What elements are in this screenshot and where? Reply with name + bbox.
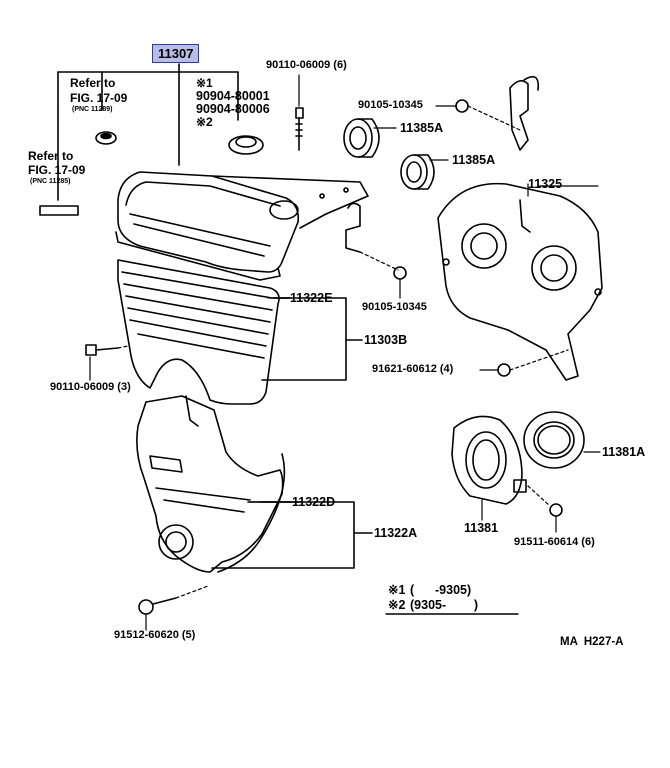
bolt-top: [295, 107, 304, 151]
gasket-strip: [39, 205, 79, 216]
gasket-mark-2: ※2: [196, 115, 213, 129]
label-cover-a[interactable]: 11322A: [374, 526, 418, 540]
bracket-upper: [509, 80, 529, 151]
oil-seal-retainer: [451, 415, 527, 505]
lower-cover-gasket: [217, 453, 286, 573]
seal-11385a-upper: [343, 118, 380, 158]
refer-left-line2[interactable]: FIG. 17-09: [28, 163, 86, 177]
figure-code: MA H227-A: [560, 636, 624, 648]
gasket-mark-1: ※1: [196, 76, 213, 90]
screw-mid: [393, 266, 407, 280]
refer-left-line3: (PNC 11285): [30, 178, 71, 185]
note-1-text: ( -9305): [410, 583, 472, 597]
label-retainer[interactable]: 11381: [464, 521, 499, 535]
label-plate[interactable]: 11325: [528, 177, 563, 191]
seal-11385a-lower: [400, 154, 435, 190]
label-bolt-left[interactable]: 90110-06009 (3): [50, 381, 131, 393]
label-screw-upper[interactable]: 90105-10345: [358, 99, 423, 111]
bolt-bottom: [138, 597, 177, 615]
main-part-number[interactable]: 11307: [152, 44, 200, 63]
label-bolt-top[interactable]: 90110-06009 (6): [266, 59, 347, 71]
note-1-mark: ※1: [388, 583, 406, 597]
nut-mid: [497, 363, 511, 377]
cover-gasket: [115, 231, 281, 281]
refer-upper-line3: (PNC 11289): [72, 106, 113, 113]
label-cover-b[interactable]: 11303B: [364, 333, 408, 347]
gasket-small: [95, 131, 117, 145]
oil-seal-11381a: [523, 411, 585, 469]
upper-timing-cover: [117, 171, 369, 273]
clip-mid: [345, 202, 361, 253]
bolt-left: [85, 344, 119, 356]
refer-upper-line2[interactable]: FIG. 17-09: [70, 91, 128, 105]
gasket-part-2[interactable]: 90904-80006: [196, 102, 270, 116]
lower-timing-cover: [136, 395, 284, 573]
label-bolt-bottom[interactable]: 91512-60620 (5): [114, 629, 196, 641]
label-seal-a1[interactable]: 11385A: [400, 121, 444, 135]
gasket-part-1[interactable]: 90904-80001: [196, 89, 270, 103]
label-cover-e[interactable]: 11322E: [290, 291, 333, 305]
label-seal-381a[interactable]: 11381A: [602, 445, 646, 459]
label-bolt-right[interactable]: 91511-60614 (6): [514, 536, 595, 548]
gasket-round: [228, 135, 264, 155]
bolt-right: [549, 503, 563, 517]
label-seal-a2[interactable]: 11385A: [452, 153, 496, 167]
label-cover-d[interactable]: 11322D: [292, 495, 336, 509]
refer-left-line1: Refer to: [28, 149, 74, 163]
label-screw-mid[interactable]: 90105-10345: [362, 301, 427, 313]
screw-upper: [455, 99, 469, 113]
bracket-322a: [211, 501, 355, 569]
middle-timing-cover: [117, 259, 280, 405]
note-2-text: (9305- ): [410, 598, 479, 612]
label-nut-mid[interactable]: 91621-60612 (4): [372, 363, 454, 375]
timing-belt-plate: [437, 182, 603, 381]
bracket-303b: [261, 297, 347, 381]
note-2-mark: ※2: [388, 598, 406, 612]
refer-upper-line1: Refer to: [70, 76, 116, 90]
